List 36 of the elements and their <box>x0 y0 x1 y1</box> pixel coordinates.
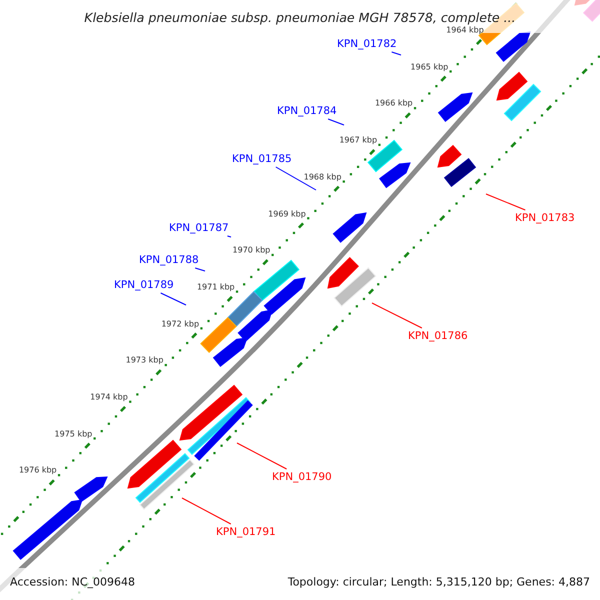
scale-label: 1972 kbp <box>161 319 200 328</box>
leader-line <box>486 194 526 210</box>
leader-line <box>391 52 402 56</box>
gene-label: KPN_01783 <box>515 211 575 225</box>
leader-line <box>236 442 288 470</box>
leader-line <box>160 292 186 306</box>
scale-label: 1970 kbp <box>232 246 270 255</box>
gene-label: KPN_01789 <box>114 278 174 292</box>
gene-label: KPN_01782 <box>337 37 397 51</box>
scale-label: 1969 kbp <box>268 209 306 218</box>
gene-label: KPN_01791 <box>216 525 276 539</box>
map-title: Klebsiella pneumoniae subsp. pneumoniae MGH 78578, complete ... <box>84 10 516 25</box>
scale-label: 1968 kbp <box>304 172 342 182</box>
leader-line <box>372 302 422 328</box>
leader-line <box>226 236 232 238</box>
accession-text: Accession: NC_009648 <box>10 576 136 588</box>
scale-label: 1967 kbp <box>339 136 378 145</box>
scale-label: 1974 kbp <box>90 392 128 402</box>
scale-label: 1973 kbp <box>126 356 164 365</box>
gene-label: KPN_01785 <box>232 152 292 166</box>
scale-label: 1971 kbp <box>196 282 235 292</box>
scale-label: 1966 kbp <box>374 98 413 108</box>
scale-label: 1964 kbp <box>446 26 484 34</box>
gene-label: KPN_01784 <box>277 104 337 118</box>
leader-line <box>182 498 232 524</box>
leader-line <box>275 166 316 190</box>
scale-label: 1976 kbp <box>18 466 57 475</box>
leader-line <box>328 118 344 126</box>
scale-label: 1975 kbp <box>54 429 92 438</box>
gene-label: KPN_01790 <box>272 470 332 484</box>
gene-label: KPN_01787 <box>169 221 229 235</box>
leader-line <box>194 268 206 272</box>
scale-label: 1965 kbp <box>410 62 448 72</box>
topology-text: Topology: circular; Length: 5,315,120 bp; Genes: 4,887 <box>288 576 590 588</box>
gene-label: KPN_01786 <box>408 329 468 343</box>
gene-label: KPN_01788 <box>139 253 199 267</box>
